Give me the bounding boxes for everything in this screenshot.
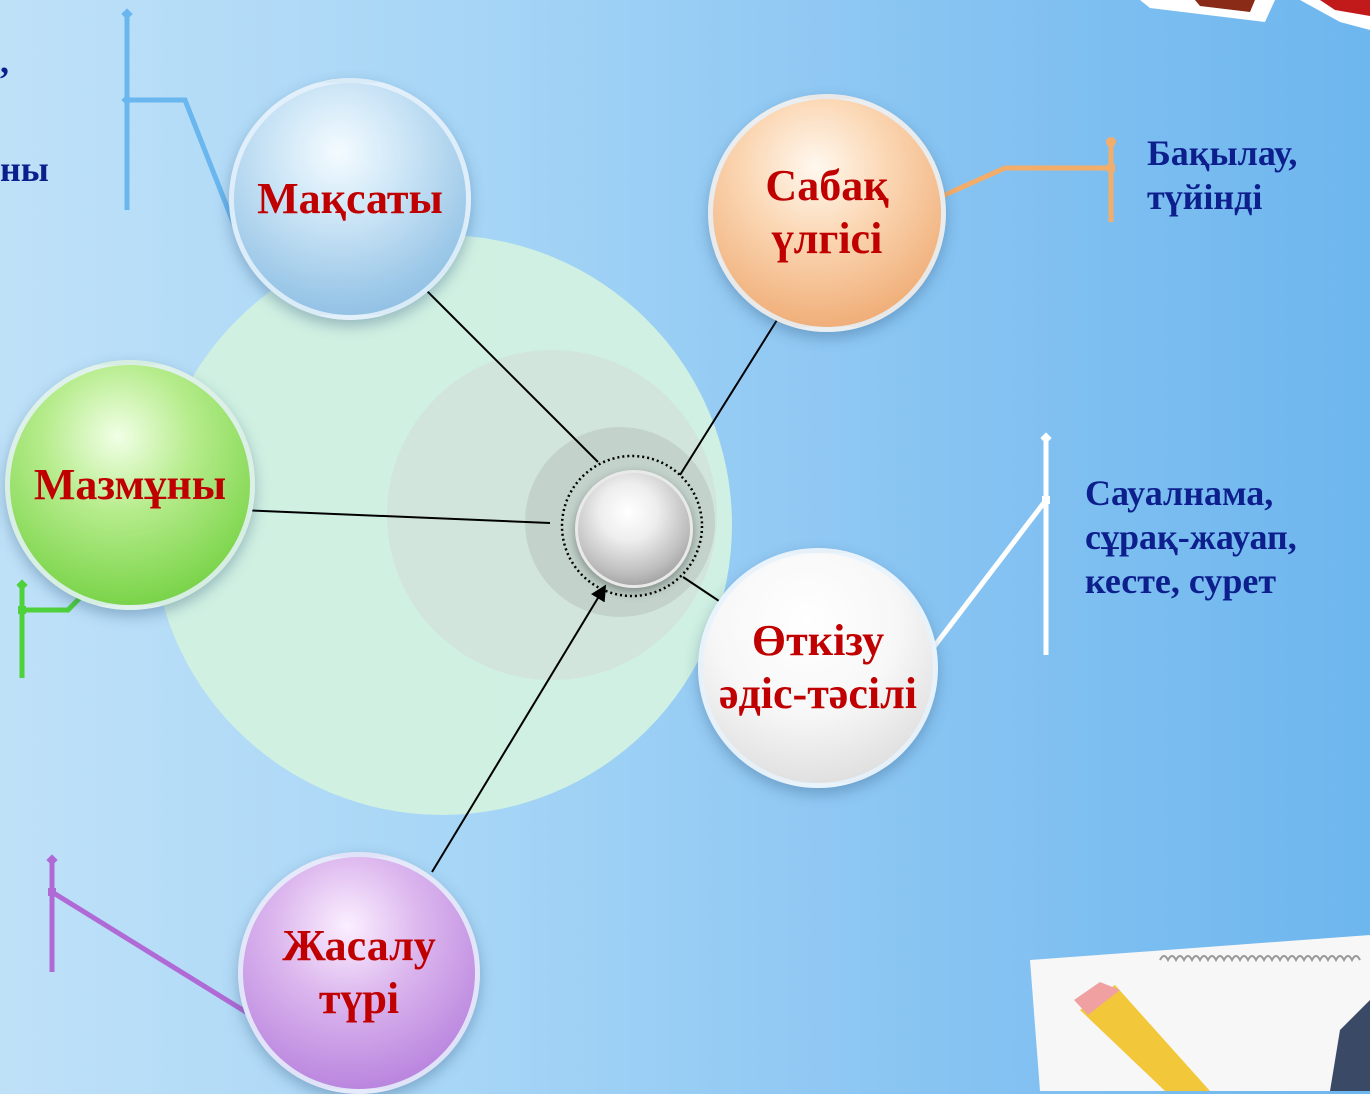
center-dotted-ring: [560, 454, 704, 598]
node-mazmuny: Мазмұны: [5, 360, 255, 610]
node-zhasalu: Жасалу түрі: [238, 852, 480, 1094]
node-maksaty-label: Мақсаты: [257, 173, 443, 223]
line-otkizu-center: [682, 576, 723, 604]
note-sabak: Бақылау, түйінді: [1147, 133, 1298, 217]
node-otkizu: Өткізу әдіс-тәсілі: [698, 548, 938, 788]
line-maksaty-center: [417, 281, 599, 463]
zhasalu-callout: [46, 854, 277, 1033]
note-left-fragment-2: ны: [0, 149, 49, 189]
note-left-fragment-1: ,: [0, 41, 9, 81]
top-right-photo-cards: [1140, 0, 1370, 30]
node-sabak-ulgisi: Сабақ үлгісі: [708, 94, 946, 332]
note-otkizu: Сауалнама, сұрақ-жауап, кесте, сурет: [1085, 473, 1297, 601]
node-mazmuny-label: Мазмұны: [33, 459, 227, 509]
line-sabak-center: [679, 311, 783, 476]
node-sabak-ulgisi-label: Сабақ үлгісі: [765, 161, 889, 263]
notepad-pencil-picture: [1030, 935, 1370, 1091]
line-zhasalu-center: [431, 584, 607, 873]
node-otkizu-label: Өткізу әдіс-тәсілі: [719, 616, 917, 718]
maksaty-callout: [121, 8, 245, 246]
otkizu-callout: [918, 432, 1052, 667]
center-ball: [575, 470, 693, 588]
line-mazmuny-center: [239, 509, 551, 524]
node-maksaty: Мақсаты: [229, 78, 471, 320]
node-zhasalu-label: Жасалу түрі: [282, 921, 436, 1023]
